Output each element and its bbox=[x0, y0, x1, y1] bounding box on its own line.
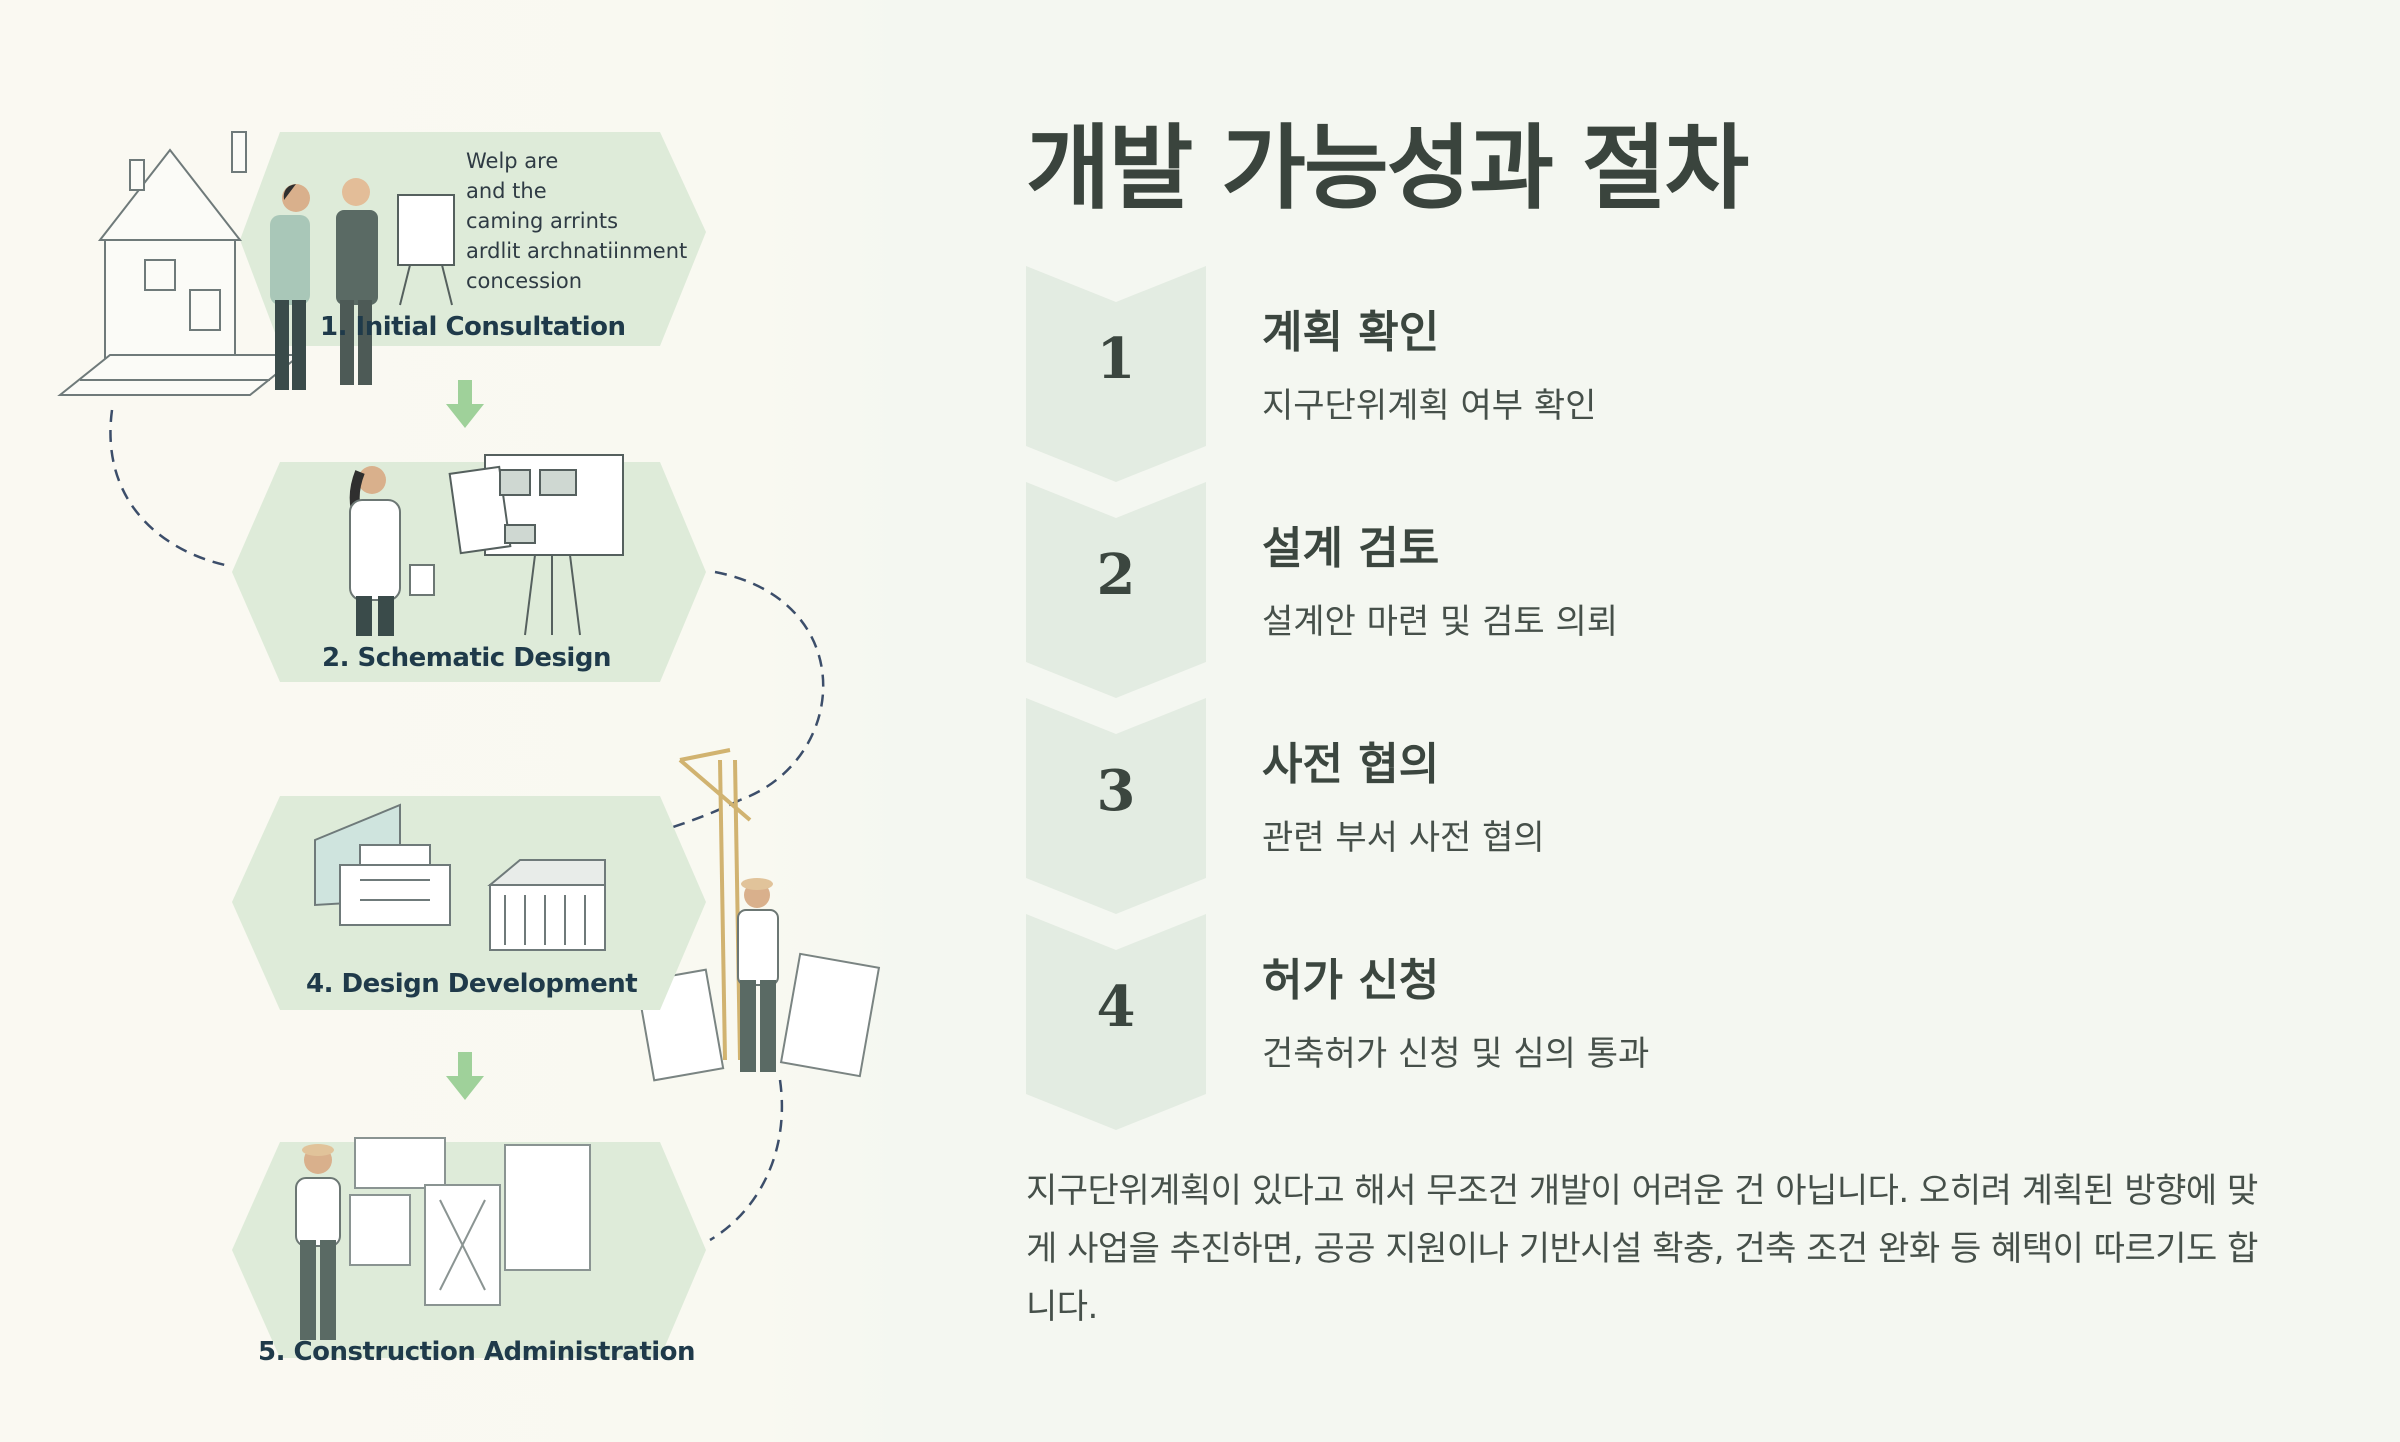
note-line: caming arrints bbox=[466, 209, 619, 233]
down-arrow-2-icon bbox=[446, 1052, 484, 1100]
step-description: 지구단위계획 여부 확인 bbox=[1262, 386, 1597, 426]
down-arrow-1-icon bbox=[446, 380, 484, 428]
process-illustration: Welp are and the caming arrints ardlit a… bbox=[0, 0, 900, 1442]
stage-2-label: 2. Schematic Design bbox=[322, 643, 611, 673]
note-line: concession bbox=[466, 269, 583, 293]
note-line: and the bbox=[466, 179, 547, 203]
connector-path-3 bbox=[709, 1079, 784, 1242]
step-item-1: 1 계획 확인 지구단위계획 여부 확인 bbox=[1026, 266, 2326, 482]
step-description: 관련 부서 사전 협의 bbox=[1262, 818, 1545, 858]
worker-icon bbox=[737, 878, 779, 1072]
stage-1-label: 1. Initial Consultation bbox=[320, 312, 626, 342]
building-model-icon bbox=[314, 803, 606, 951]
step-number: 1 bbox=[1096, 326, 1136, 392]
step-description: 건축허가 신청 및 심의 통과 bbox=[1262, 1034, 1650, 1074]
step-chevron-1 bbox=[1026, 266, 1206, 482]
crane-icon bbox=[678, 748, 752, 1061]
step-chevron-3 bbox=[1026, 698, 1206, 914]
step-title: 설계 검토 bbox=[1262, 523, 1440, 574]
step-number: 3 bbox=[1096, 758, 1136, 824]
drawing-board-icon bbox=[448, 454, 624, 636]
connector-path-1 bbox=[109, 409, 226, 567]
step-number: 4 bbox=[1096, 974, 1136, 1040]
easel-icon bbox=[397, 194, 455, 306]
presenter-icon bbox=[349, 466, 435, 636]
consultation-people-icon bbox=[270, 178, 378, 390]
step-item-2: 2 설계 검토 설계안 마련 및 검토 의뢰 bbox=[1026, 482, 2326, 698]
stage-4-label: 4. Design Development bbox=[306, 969, 638, 999]
stage-1-note: Welp are and the caming arrints ardlit a… bbox=[466, 146, 726, 296]
admin-person-icon bbox=[295, 1144, 341, 1340]
step-chevron-2 bbox=[1026, 482, 1206, 698]
step-chevron-4 bbox=[1026, 914, 1206, 1130]
note-line: Welp are bbox=[466, 149, 559, 173]
illustration-art bbox=[57, 131, 881, 1358]
summary-paragraph: 지구단위계획이 있다고 해서 무조건 개발이 어려운 건 아닙니다. 오히려 계… bbox=[1026, 1171, 2258, 1327]
step-title: 사전 협의 bbox=[1262, 739, 1440, 790]
note-line: ardlit archnatiinment bbox=[466, 239, 688, 263]
step-item-4: 4 허가 신청 건축허가 신청 및 심의 통과 bbox=[1026, 914, 2326, 1130]
step-title: 계획 확인 bbox=[1262, 307, 1440, 358]
page-title: 개발 가능성과 절차 bbox=[1026, 115, 1749, 222]
connector-path-2 bbox=[714, 570, 825, 802]
step-number: 2 bbox=[1096, 542, 1136, 608]
house-sketch-icon bbox=[57, 131, 303, 396]
step-title: 허가 신청 bbox=[1262, 955, 1440, 1006]
step-item-3: 3 사전 협의 관련 부서 사전 협의 bbox=[1026, 698, 2326, 914]
step-description: 설계안 마련 및 검토 의뢰 bbox=[1262, 602, 1619, 642]
stage-5-label: 5. Construction Administration bbox=[258, 1337, 696, 1367]
document-sheets-icon bbox=[349, 1137, 591, 1306]
blueprint-sheets-icon bbox=[635, 952, 881, 1082]
